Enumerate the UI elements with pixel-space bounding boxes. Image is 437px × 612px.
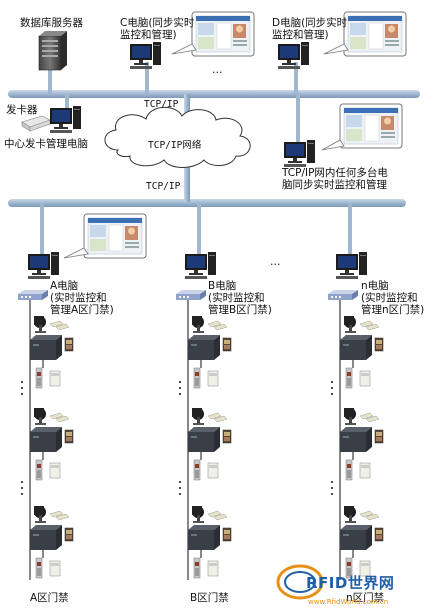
database-server-icon — [38, 31, 67, 71]
pc-any-icon — [284, 140, 315, 167]
vertical-link-top — [184, 94, 190, 126]
pc-n-icon — [336, 252, 367, 279]
zone-a-door-unit — [29, 315, 74, 389]
zone-a-door-unit — [29, 505, 74, 579]
zone-b-label: B区门禁 — [190, 592, 229, 604]
central-pc-label: 中心发卡管理电脑 — [4, 138, 88, 150]
zone-b-door-unit — [187, 407, 232, 481]
zone-n-label: n区门禁 — [346, 592, 385, 604]
rfidworld-logo — [276, 564, 324, 600]
pc-n-label: n电脑 (实时监控和 管理n区门禁) — [361, 280, 425, 316]
pc-d-label: D电脑(同步实时 监控和管理) — [272, 17, 348, 41]
bottom-network-bus — [8, 199, 406, 207]
card-issuer-icon — [21, 115, 51, 132]
card-issuer-label: 发卡器 — [6, 104, 38, 116]
zone-b-hub-icon — [176, 290, 206, 300]
pc-c-screenshot-thumbnail — [191, 11, 255, 57]
zone-b-door-unit — [187, 505, 232, 579]
pc-c-label: C电脑(同步实时 监控和管理) — [120, 17, 195, 41]
pc-b-label: B电脑 (实时监控和 管理B区门禁) — [208, 280, 272, 316]
pc-a-icon — [28, 252, 59, 279]
pc-d-screenshot-thumbnail — [343, 11, 407, 57]
db-server-label: 数据库服务器 — [20, 17, 83, 29]
pc-d-icon — [278, 42, 309, 69]
central-card-management-pc-icon — [50, 106, 81, 133]
zone-a-label: A区门禁 — [30, 592, 69, 604]
zone-b-door-unit — [187, 315, 232, 389]
pc-b-icon — [185, 252, 216, 279]
tcpip-label-bottom: TCP/IP — [146, 181, 181, 192]
zone-n-hub-icon — [328, 290, 358, 300]
any-pc-label: TCP/IP网内任何多台电 脑同步实时监控和管理 — [282, 167, 388, 191]
top-row-ellipsis: … — [212, 64, 223, 76]
tcpip-label-top: TCP/IP — [144, 99, 179, 110]
any-pc-screenshot-thumbnail — [339, 103, 403, 149]
zone-n-door-unit — [339, 505, 384, 579]
zone-a-door-unit — [29, 407, 74, 481]
pc-a-screenshot-thumbnail — [83, 213, 147, 259]
pc-c-icon — [130, 42, 161, 69]
zone-n-door-unit — [339, 315, 384, 389]
vertical-link-bottom — [184, 166, 190, 202]
pc-a-label: A电脑 (实时监控和 管理A区门禁) — [50, 280, 114, 316]
zone-n-door-unit — [339, 407, 384, 481]
top-network-bus — [8, 90, 420, 98]
network-cloud-label: TCP/IP网络 — [148, 140, 202, 151]
watermark-url: www.RfidWorld.com.cn — [308, 598, 389, 606]
tcpip-network-cloud — [104, 106, 251, 168]
zone-a-hub-icon — [18, 290, 48, 300]
middle-row-ellipsis: … — [270, 256, 281, 268]
watermark-logo-text: RFID世界网 — [306, 574, 395, 592]
